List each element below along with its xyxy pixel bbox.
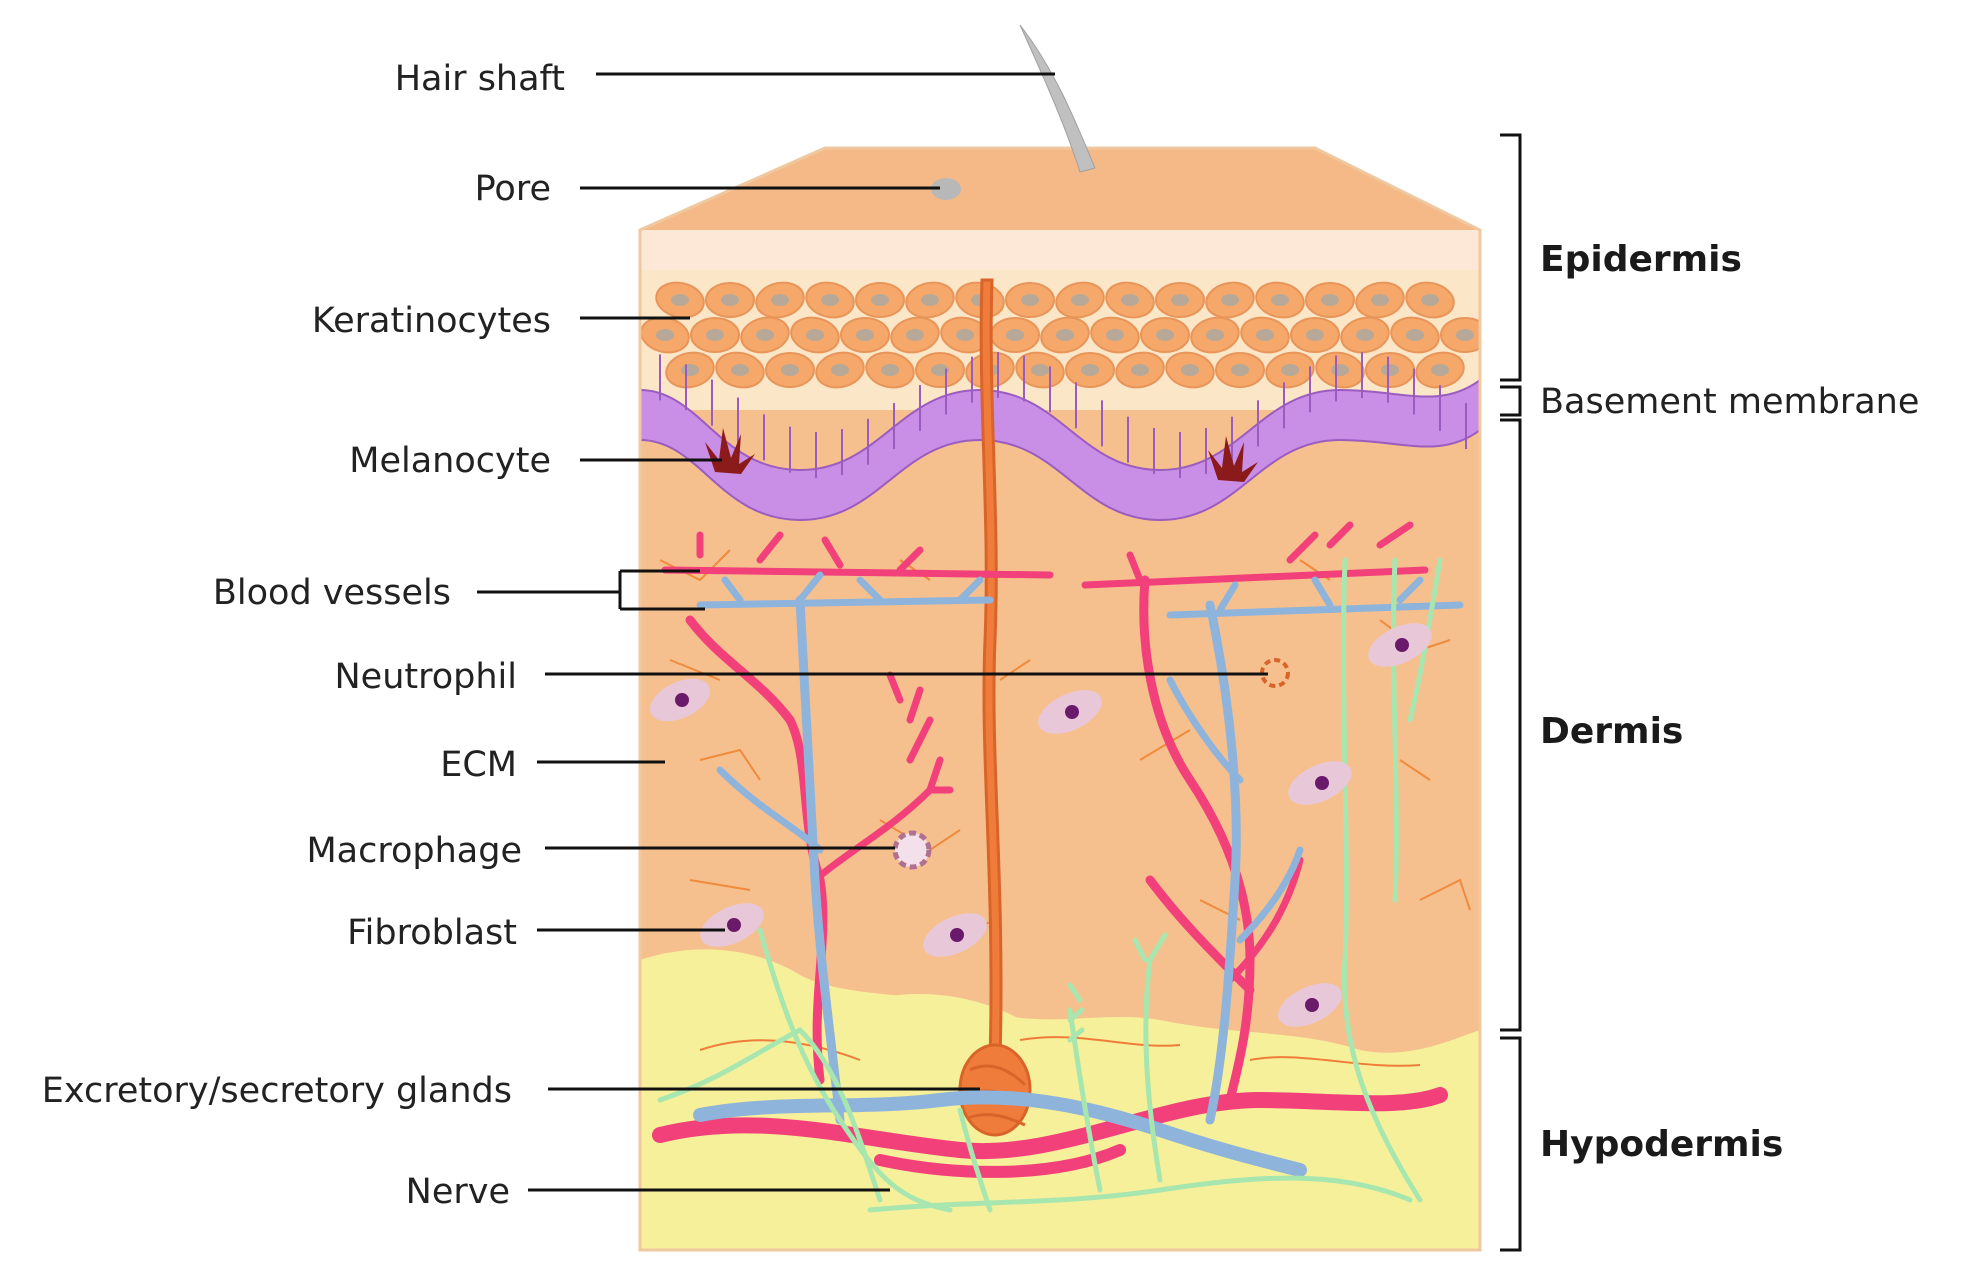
basement-membrane-bracket [1500,385,1522,417]
keratinocyte [655,281,705,319]
keratinocyte [1290,317,1340,353]
epidermis-bracket [1500,133,1522,382]
keratinocyte [755,281,805,319]
keratinocyte [1155,282,1205,318]
label-keratinocytes: Keratinocytes [312,301,551,341]
keratinocyte [1240,316,1290,354]
layer-brackets [1500,133,1522,1252]
keratinocyte [790,316,840,354]
keratinocyte [1040,316,1090,354]
keratinocyte [865,351,915,389]
keratinocyte [1265,351,1315,389]
pore [931,178,961,200]
keratinocyte [690,317,740,353]
keratinocyte [805,281,855,319]
structure-labels: Hair shaft Pore Keratinocytes Melanocyte… [42,59,565,1212]
label-ecm: ECM [440,745,517,785]
dermis-bracket [1500,418,1522,1032]
keratinocyte [1140,317,1190,353]
keratinocyte [1365,352,1415,388]
skin-surface [640,148,1480,230]
keratinocyte [1405,281,1455,319]
label-melanocyte: Melanocyte [349,441,551,481]
keratinocyte [905,281,955,319]
keratinocyte [1065,352,1115,388]
hypodermis-bracket [1500,1036,1522,1252]
keratinocyte [1305,282,1355,318]
keratinocyte [1165,351,1215,389]
keratinocyte [815,351,865,389]
label-neutrophil: Neutrophil [334,657,517,697]
basement-membrane [640,352,1480,522]
label-blood-vessels: Blood vessels [213,573,451,613]
stratum-corneum [640,230,1480,270]
label-fibroblast: Fibroblast [347,913,517,953]
skin-block [640,148,1480,1250]
label-pore: Pore [475,169,551,209]
arteries [652,521,1448,1178]
keratinocyte [855,282,905,318]
melanocyte-cells [705,428,1258,482]
macrophage-cell [892,830,932,870]
label-nerve: Nerve [406,1172,510,1212]
keratinocyte [705,282,755,318]
keratinocyte [1115,351,1165,389]
keratinocyte [740,316,790,354]
keratinocyte [1440,317,1480,353]
keratinocyte [990,317,1040,353]
label-dermis: Dermis [1540,711,1683,752]
veins [693,571,1464,1177]
keratinocyte [1190,316,1240,354]
nerves [657,557,1443,1213]
keratinocyte [765,352,815,388]
keratinocyte [1355,281,1405,319]
label-epidermis: Epidermis [1540,239,1742,280]
keratinocyte [1015,351,1065,389]
label-basement-membrane: Basement membrane [1540,382,1919,422]
hair-follicle [958,278,1032,1137]
keratinocyte [840,317,890,353]
keratinocyte [1415,351,1465,389]
keratinocyte [1090,316,1140,354]
skin-block-outline [638,146,1482,1252]
keratinocyte [1105,281,1155,319]
keratinocyte-cells [640,281,1480,389]
keratinocyte [1215,352,1265,388]
layer-labels: Epidermis Basement membrane Dermis Hypod… [1540,239,1919,1165]
keratinocyte [1055,281,1105,319]
keratinocyte [915,352,965,388]
keratinocyte [715,351,765,389]
fibroblasts [650,623,1432,1027]
keratinocyte [1340,316,1390,354]
label-macrophage: Macrophage [306,831,522,871]
keratinocyte [1390,316,1440,354]
keratinocyte [1005,282,1055,318]
keratinocyte [1205,281,1255,319]
label-hair-shaft: Hair shaft [395,59,565,99]
label-hypodermis: Hypodermis [1540,1124,1783,1165]
leader-lines [477,72,1268,1192]
keratinocyte [890,316,940,354]
label-glands: Excretory/secretory glands [42,1071,512,1111]
keratinocyte [1255,281,1305,319]
